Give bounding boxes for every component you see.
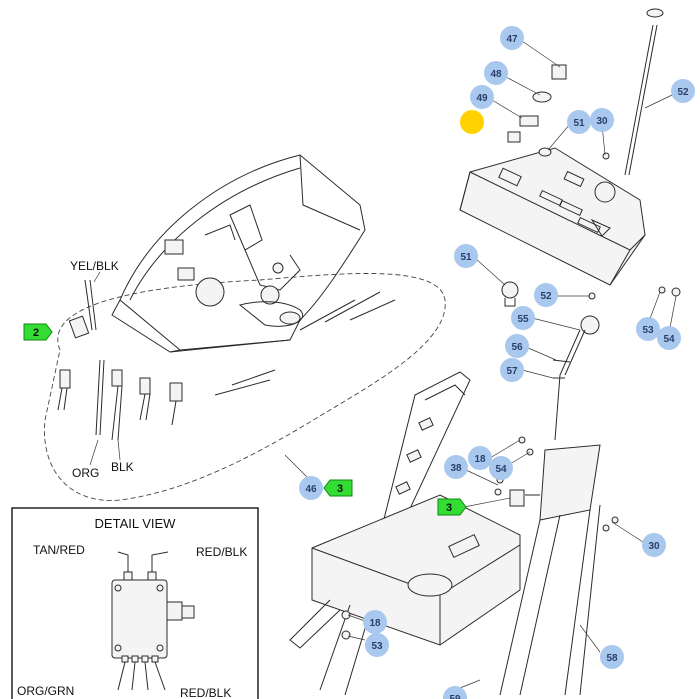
detail-view: DETAIL VIEW TAN/RED RED/BLK ORG/GRN RED/… xyxy=(11,507,259,699)
red-blk-bottom-label: RED/BLK xyxy=(180,686,231,699)
callout-51-mid[interactable]: 51 xyxy=(454,244,478,268)
svg-text:54: 54 xyxy=(663,334,675,345)
callouts: 47 48 49 51 30 52 51 52 55 56 57 53 54 1… xyxy=(299,26,695,699)
red-blk-top-label: RED/BLK xyxy=(196,545,247,559)
svg-text:18: 18 xyxy=(369,618,381,629)
callout-30-top[interactable]: 30 xyxy=(590,108,614,132)
callout-46[interactable]: 46 xyxy=(299,476,323,500)
callout-53-bottom[interactable]: 53 xyxy=(365,633,389,657)
callout-30-bottom[interactable]: 30 xyxy=(642,533,666,557)
svg-text:49: 49 xyxy=(476,93,488,104)
blk-label: BLK xyxy=(111,460,134,474)
callout-18-bottom[interactable]: 18 xyxy=(363,610,387,634)
detail-view-title: DETAIL VIEW xyxy=(95,516,177,531)
tan-red-label: TAN/RED xyxy=(33,543,85,557)
org-grn-label: ORG/GRN xyxy=(17,684,74,698)
svg-text:53: 53 xyxy=(642,325,654,336)
callout-58[interactable]: 58 xyxy=(600,645,624,669)
svg-text:2: 2 xyxy=(33,327,39,339)
org-label: ORG xyxy=(72,466,99,480)
flag-3-frame[interactable]: 3 xyxy=(437,498,467,516)
callout-55[interactable]: 55 xyxy=(511,306,535,330)
flag-3-housing[interactable]: 3 xyxy=(323,479,353,497)
svg-text:53: 53 xyxy=(371,641,383,652)
highlight-marker xyxy=(460,110,484,134)
svg-text:30: 30 xyxy=(648,541,660,552)
svg-text:57: 57 xyxy=(506,366,518,377)
svg-text:38: 38 xyxy=(450,463,462,474)
callout-59[interactable]: 59 xyxy=(443,686,467,699)
svg-text:54: 54 xyxy=(495,464,507,475)
callout-54-right[interactable]: 54 xyxy=(657,326,681,350)
callout-49[interactable]: 49 xyxy=(470,85,494,109)
svg-text:56: 56 xyxy=(511,342,523,353)
callout-38[interactable]: 38 xyxy=(444,455,468,479)
flag-2[interactable]: 2 xyxy=(23,323,53,341)
callout-57[interactable]: 57 xyxy=(500,358,524,382)
svg-text:46: 46 xyxy=(305,484,317,495)
control-housing-assembly xyxy=(44,154,446,501)
svg-text:51: 51 xyxy=(460,252,472,263)
svg-text:51: 51 xyxy=(573,118,585,129)
callout-53-right[interactable]: 53 xyxy=(636,317,660,341)
callout-56[interactable]: 56 xyxy=(505,334,529,358)
svg-text:48: 48 xyxy=(490,69,502,80)
callout-54-mid[interactable]: 54 xyxy=(489,456,513,480)
callout-51-top[interactable]: 51 xyxy=(567,110,591,134)
svg-text:3: 3 xyxy=(446,502,452,514)
seat-frame-assembly xyxy=(284,371,644,696)
svg-text:55: 55 xyxy=(517,314,529,325)
svg-text:59: 59 xyxy=(449,694,461,699)
callout-48[interactable]: 48 xyxy=(484,61,508,85)
callout-18-mid[interactable]: 18 xyxy=(468,446,492,470)
svg-text:3: 3 xyxy=(337,483,343,495)
svg-text:30: 30 xyxy=(596,116,608,127)
svg-text:52: 52 xyxy=(677,87,689,98)
callout-47[interactable]: 47 xyxy=(500,26,524,50)
callout-52-mid[interactable]: 52 xyxy=(534,283,558,307)
callout-52-top[interactable]: 52 xyxy=(671,79,695,103)
svg-text:47: 47 xyxy=(506,34,518,45)
svg-text:18: 18 xyxy=(474,454,486,465)
svg-text:58: 58 xyxy=(606,653,618,664)
svg-text:52: 52 xyxy=(540,291,552,302)
dash-panel-assembly xyxy=(459,8,681,441)
yel-blk-label: YEL/BLK xyxy=(70,259,119,273)
